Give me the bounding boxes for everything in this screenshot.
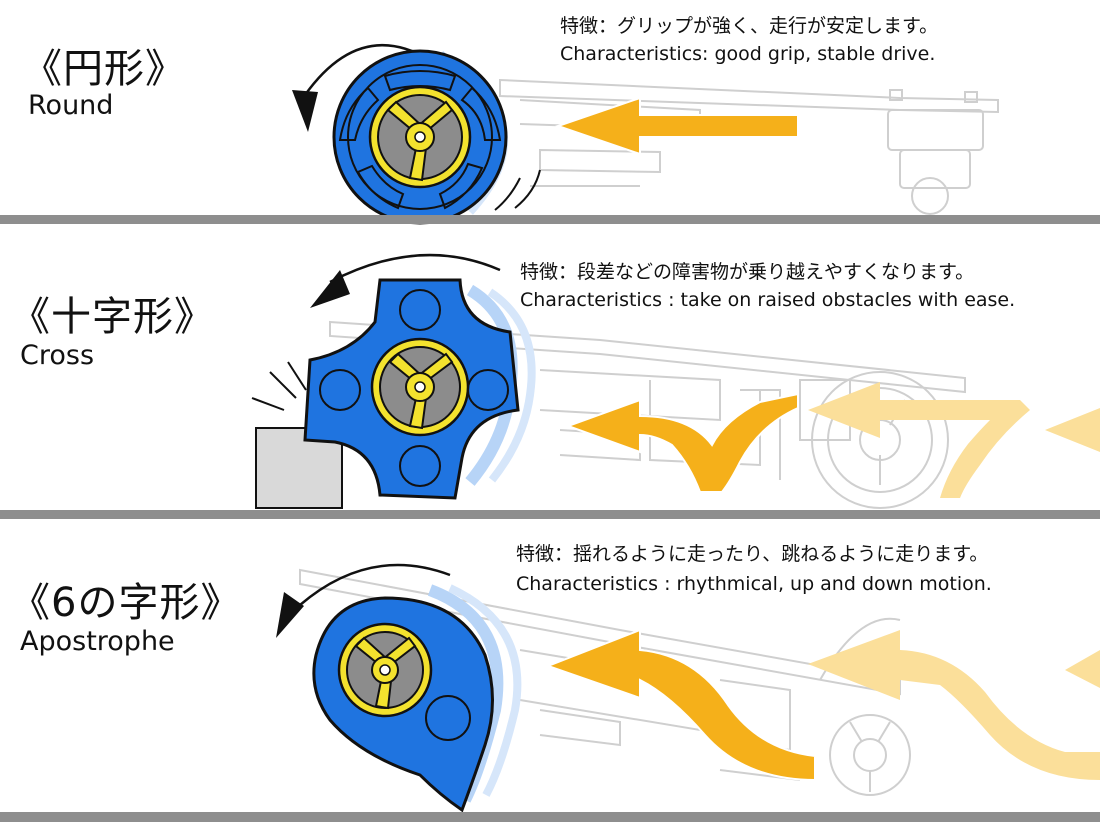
ground-line — [0, 215, 1100, 224]
panel-apostrophe: 《6の字形》 Apostrophe 特徴：揺れるように走ったり、跳ねるように走り… — [0, 530, 1100, 825]
round-jp-title: 《円形》 — [22, 46, 186, 92]
round-en-title: Round — [28, 90, 114, 121]
ground-line — [0, 510, 1100, 519]
rotation-arrow — [276, 563, 451, 638]
panel-round: 《円形》 Round 特徴：グリップが強く、走行が安定します。 Characte… — [0, 0, 1100, 230]
chassis-outline — [499, 78, 999, 215]
faded-arrows — [808, 630, 1100, 780]
apostrophe-en-title: Apostrophe — [20, 626, 175, 657]
rotation-arrow — [310, 253, 501, 308]
round-jp-desc: 特徴：グリップが強く、走行が安定します。 — [560, 15, 939, 37]
faded-arrows — [808, 382, 1100, 498]
apostrophe-jp-desc: 特徴：揺れるように走ったり、跳ねるように走ります。 — [516, 543, 989, 565]
motion-arrow — [554, 96, 799, 156]
round-en-desc: Characteristics: good grip, stable drive… — [560, 43, 936, 65]
panel-cross: 《十字形》 Cross 特徴：段差などの障害物が乗り越えやすくなります。 Cha… — [0, 230, 1100, 530]
impact-marks — [251, 361, 307, 411]
apostrophe-wheel-illustration — [0, 563, 1100, 822]
round-wheel — [332, 49, 508, 225]
cross-jp-title: 《十字形》 — [10, 294, 215, 340]
apostrophe-en-desc: Characteristics : rhythmical, up and dow… — [516, 573, 992, 595]
apostrophe-jp-title: 《6の字形》 — [10, 580, 242, 626]
cross-en-desc: Characteristics : take on raised obstacl… — [520, 289, 1016, 311]
cross-en-title: Cross — [20, 340, 95, 371]
motion-arrow — [545, 628, 816, 782]
cross-jp-desc: 特徴：段差などの障害物が乗り越えやすくなります。 — [520, 261, 975, 283]
round-wheel-illustration — [0, 44, 1100, 225]
cross-wheel — [303, 278, 520, 500]
ground-line — [0, 812, 1100, 822]
apostrophe-wheel — [312, 596, 494, 813]
motion-arrow — [565, 392, 799, 493]
cross-wheel-illustration — [0, 253, 1100, 519]
